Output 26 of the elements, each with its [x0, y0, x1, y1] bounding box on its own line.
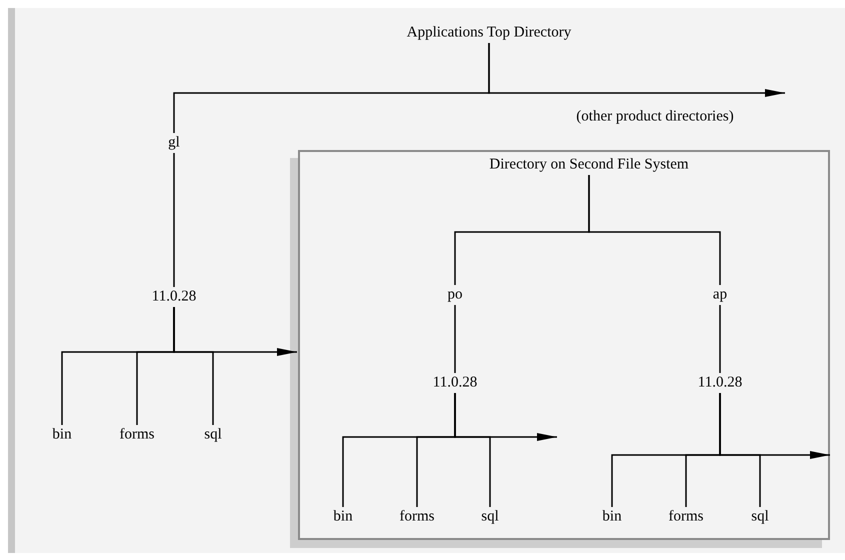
connector-line [588, 175, 721, 285]
connector-line [173, 153, 175, 287]
connector-line [719, 305, 721, 373]
connector-line [454, 305, 456, 373]
directory-label: sql [751, 508, 769, 526]
directory-label: 11.0.28 [698, 374, 742, 392]
directory-label: sql [204, 426, 222, 444]
directory-label: Directory on Second File System [489, 156, 689, 174]
arrow [488, 43, 785, 97]
directory-label: bin [602, 508, 622, 526]
directory-label: po [448, 286, 462, 304]
arrow [719, 393, 830, 459]
directory-label: forms [120, 426, 154, 444]
directory-label: ap [712, 286, 728, 304]
directory-label: bin [52, 426, 72, 444]
directory-label: bin [333, 508, 353, 526]
directory-label: 11.0.28 [432, 374, 478, 392]
note-text: (other product directories) [576, 108, 734, 126]
arrow [454, 393, 557, 441]
directory-label: Applications Top Directory [406, 24, 572, 42]
directory-label: sql [481, 508, 499, 526]
directory-label: forms [400, 508, 434, 526]
directory-label: gl [168, 134, 180, 152]
directory-label: 11.0.28 [152, 288, 196, 306]
arrow [173, 307, 297, 356]
directory-label: forms [668, 508, 704, 526]
